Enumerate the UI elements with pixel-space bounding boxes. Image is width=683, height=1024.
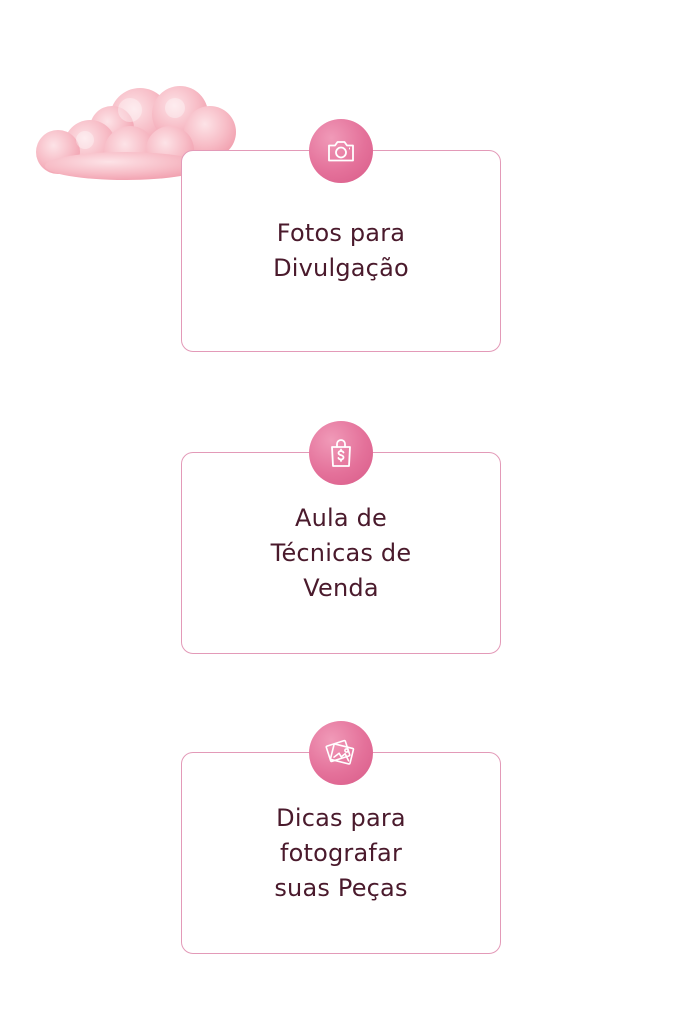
card-dicas-fotografar[interactable]: Dicas para fotografar suas Peças	[181, 721, 501, 954]
cloud-decoration	[36, 86, 236, 180]
shopping-bag-dollar-icon	[331, 439, 351, 467]
card-tecnicas-venda[interactable]: Aula de Técnicas de Venda	[181, 421, 501, 654]
photos-badge	[309, 721, 373, 785]
camera-icon	[328, 141, 354, 162]
card-label: Fotos para Divulgação	[273, 219, 409, 282]
card-fotos-divulgacao[interactable]: Fotos para Divulgação	[181, 119, 501, 352]
shopping-bag-badge	[309, 421, 373, 485]
photos-stack-icon	[325, 739, 355, 765]
camera-badge	[309, 119, 373, 183]
card-label: Dicas para fotografar suas Peças	[274, 803, 408, 902]
card-label: Aula de Técnicas de Venda	[270, 503, 412, 602]
